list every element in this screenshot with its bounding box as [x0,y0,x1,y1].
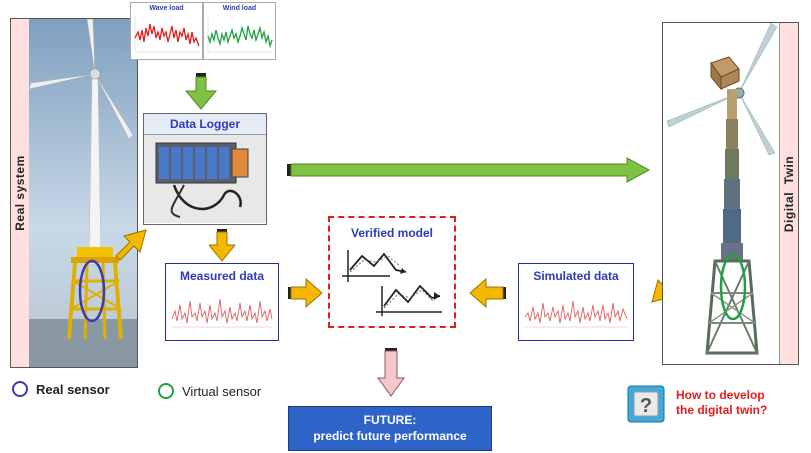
real-system-label: Real system [13,155,27,231]
data-logger-device-photo [144,135,266,223]
digital-twin-label-bar: Digital Twin [779,23,798,364]
virtual-sensor-circle-icon [158,383,174,399]
real-system-panel: Real system [10,18,138,368]
virtual-sensor-marker [719,253,747,321]
wave-load-signal [134,16,200,53]
virtual-sensor-label: Virtual sensor [182,383,262,399]
data-logger-panel: Data Logger [143,113,267,225]
arrow-verified-to-future [377,348,405,397]
arrow-logger-to-twin [287,157,651,183]
legend-virtual-sensor: Virtual sensor [158,382,261,400]
future-line1: FUTURE: [363,413,417,427]
arrow-measured-to-verified [288,278,323,308]
verified-model-title: Verified model [350,226,434,240]
real-sensor-circle-icon [12,381,28,397]
verified-model-panel: Verified model [328,216,456,328]
future-box: FUTURE: predict future performance [288,406,492,451]
simulated-data-panel: Simulated data [518,263,634,341]
real-system-label-bar: Real system [11,19,30,367]
measured-data-panel: Measured data [165,263,279,341]
puzzle-question-icon: ? [627,385,665,423]
digital-twin-label: Digital Twin [782,155,796,232]
real-turbine-photo [29,19,137,367]
real-sensor-marker [78,259,106,323]
arrow-logger-to-measured [209,229,237,262]
logger-modules [155,142,249,184]
question-line1: How to develop [676,388,765,402]
digital-twin-model [666,23,778,355]
measured-data-title: Measured data [179,269,265,283]
simulated-data-signal [524,300,628,328]
question-text: How to develop the digital twin? [676,388,796,418]
arrow-simulated-to-verified [469,278,506,308]
arrow-sensor-to-logger [115,229,147,261]
data-logger-title: Data Logger [144,114,266,135]
real-sensor-label: Real sensor [36,381,110,397]
legend-real-sensor: Real sensor [12,380,110,398]
digital-twin-panel: Digital Twin [662,22,799,365]
arrow-loads-to-logger [184,73,218,110]
wind-load-signal [207,16,273,53]
simulated-data-title: Simulated data [533,269,619,283]
wave-load-chart: Wave load [130,2,203,60]
measured-data-signal [171,298,273,328]
verified-model-sketch [342,250,442,316]
wind-load-chart: Wind load [203,2,276,60]
svg-text:?: ? [640,395,652,417]
question-line2: the digital twin? [676,403,768,417]
future-line2: predict future performance [313,429,467,443]
